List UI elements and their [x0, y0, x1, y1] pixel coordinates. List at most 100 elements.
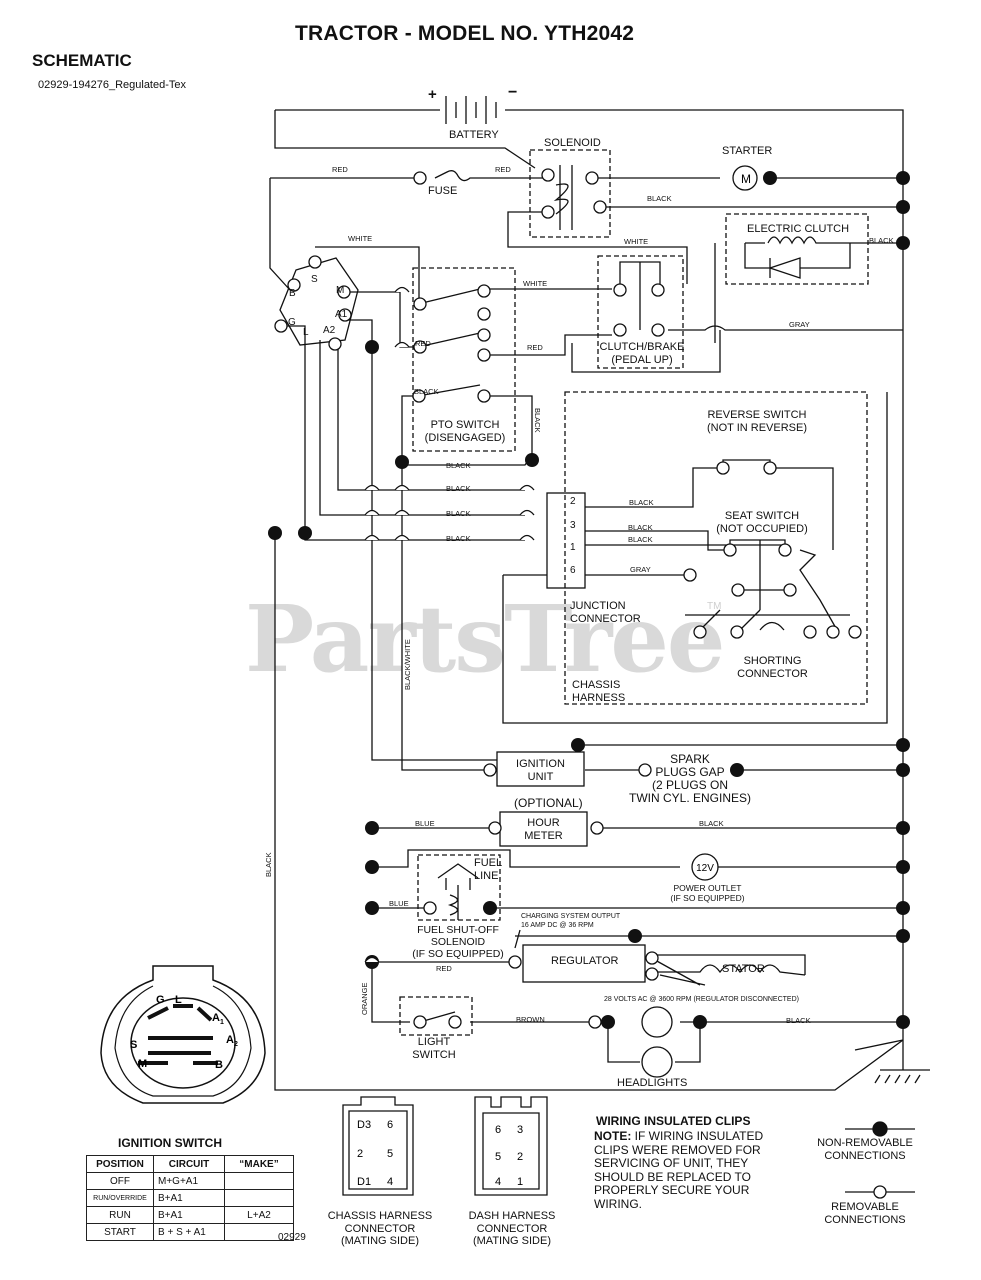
seat-switch-label: SEAT SWITCH(NOT OCCUPIED)	[716, 510, 808, 535]
table-header-row: POSITION CIRCUIT “MAKE”	[86, 1155, 294, 1173]
make-cell	[224, 1189, 294, 1207]
dash-pin: 1	[517, 1176, 523, 1188]
headlight-icon-2	[641, 1046, 673, 1078]
solenoid-coil-icon	[553, 165, 573, 230]
wire-left-frame	[274, 110, 536, 169]
power-outlet-label: POWER OUTLET(IF SO EQUIPPED)	[670, 883, 745, 903]
electric-clutch-box	[725, 213, 869, 285]
make-cell: L+A2	[224, 1206, 294, 1224]
ignition-switch-face: G L A 1 A 2 S M B	[100, 965, 266, 1104]
wire-label-white: WHITE	[348, 234, 373, 243]
switch-face-s: S	[130, 1039, 137, 1051]
jc-pin-1: 1	[570, 542, 576, 553]
solenoid-box	[529, 149, 611, 238]
removable-circles	[274, 168, 862, 1029]
chassis-pin: 2	[357, 1148, 363, 1160]
wire-label-red: RED	[436, 964, 452, 973]
wire-orange	[371, 962, 903, 1023]
wire-label-black: BLACK	[628, 523, 653, 532]
wire-black-b	[269, 178, 291, 291]
wire-label-blue: BLUE	[389, 899, 409, 908]
terminal-a1: A1	[335, 309, 348, 320]
clutch-brake-box	[597, 255, 684, 369]
wire-label-brown: BROWN	[516, 1015, 545, 1024]
ignition-switch-table: POSITION CIRCUIT “MAKE” OFF M+G+A1 RUN/O…	[86, 1155, 294, 1241]
column-header: CIRCUIT	[153, 1155, 225, 1173]
watermark-trademark: TM	[707, 601, 722, 612]
circuit-cell: M+G+A1	[153, 1172, 225, 1190]
terminal-a2: A2	[323, 325, 336, 336]
headlights-loop	[607, 1022, 701, 1063]
junction-connector	[546, 492, 586, 589]
connector-drawings: D3 6 2 5 D1 4 6 3 5 2 4 1	[342, 1096, 548, 1196]
switch-face-a2-sub: 2	[234, 1041, 238, 1048]
chassis-pin: D3	[357, 1119, 371, 1131]
starter-symbol: M	[741, 172, 751, 186]
make-cell	[224, 1172, 294, 1190]
regulator-box	[522, 944, 646, 983]
fuel-line-box	[417, 854, 501, 921]
wire-a2	[335, 339, 525, 491]
footer-code: 02929	[278, 1232, 306, 1243]
wire-l	[319, 340, 525, 516]
jc-pin-2: 2	[570, 496, 576, 507]
wire-white-top	[315, 246, 420, 304]
switch-face-a1: A	[212, 1012, 220, 1024]
table-row: RUN B+A1 L+A2	[86, 1206, 294, 1224]
chassis-pin: 6	[387, 1119, 393, 1131]
regulator-label: REGULATOR	[551, 955, 619, 967]
page-subtitle: SCHEMATIC	[32, 51, 132, 70]
switch-face-a1-sub: 1	[220, 1019, 224, 1026]
power-outlet-symbol: 12V	[696, 863, 714, 874]
battery-label: BATTERY	[449, 129, 499, 141]
wire-label-black: BLACK	[699, 819, 724, 828]
wire-label-black: BLACK	[414, 387, 439, 396]
headlight-icon-1	[641, 1006, 673, 1038]
wire-label-red: RED	[495, 165, 511, 174]
non-removable-dots	[268, 171, 910, 1029]
dash-pin: 2	[517, 1151, 523, 1163]
stator-note: 28 VOLTS AC @ 3600 RPM (REGULATOR DISCON…	[604, 996, 799, 1003]
wiring-clips-note: NOTE: IF WIRING INSULATED CLIPS WERE REM…	[594, 1129, 764, 1211]
wire-label-black: BLACK	[647, 194, 672, 203]
ground-symbol	[854, 1039, 930, 1084]
jc-pin-6: 6	[570, 565, 576, 576]
wire-label-white: WHITE	[523, 279, 548, 288]
switch-face-a2: A	[226, 1034, 234, 1046]
wiring-clips-title: WIRING INSULATED CLIPS	[596, 1114, 751, 1128]
starter-label: STARTER	[722, 145, 773, 157]
stator-label: STATOR	[722, 963, 765, 975]
dash-pin: 4	[495, 1176, 501, 1188]
wire-pto-black	[401, 395, 533, 466]
power-outlet-icon	[691, 853, 719, 881]
switch-face-b: B	[215, 1059, 223, 1071]
terminal-m: M	[336, 285, 345, 296]
stator-arrows	[654, 959, 706, 986]
wire-label-black: BLACK	[786, 1016, 811, 1025]
wire-label-white: WHITE	[624, 237, 649, 246]
ignition-switch-ring	[279, 257, 359, 346]
clutch-brake-switch	[619, 261, 661, 330]
table-row: OFF M+G+A1	[86, 1172, 294, 1190]
wire-label-red: RED	[415, 339, 431, 348]
wire-label-black: BLACK	[533, 408, 542, 433]
wire-label-black: BLACK	[446, 509, 471, 518]
wire-label-blue: BLUE	[415, 819, 435, 828]
terminal-g: G	[288, 317, 296, 328]
wire-power-outlet	[372, 849, 903, 868]
wire-battery-loop	[275, 109, 904, 1040]
starter-motor-icon	[732, 165, 758, 191]
switch-face-g: G	[156, 994, 165, 1006]
wire-solenoid-out	[507, 211, 688, 284]
ignition-unit-box	[496, 751, 585, 787]
legend-symbols	[845, 1121, 915, 1199]
chassis-pin: 5	[387, 1148, 393, 1160]
